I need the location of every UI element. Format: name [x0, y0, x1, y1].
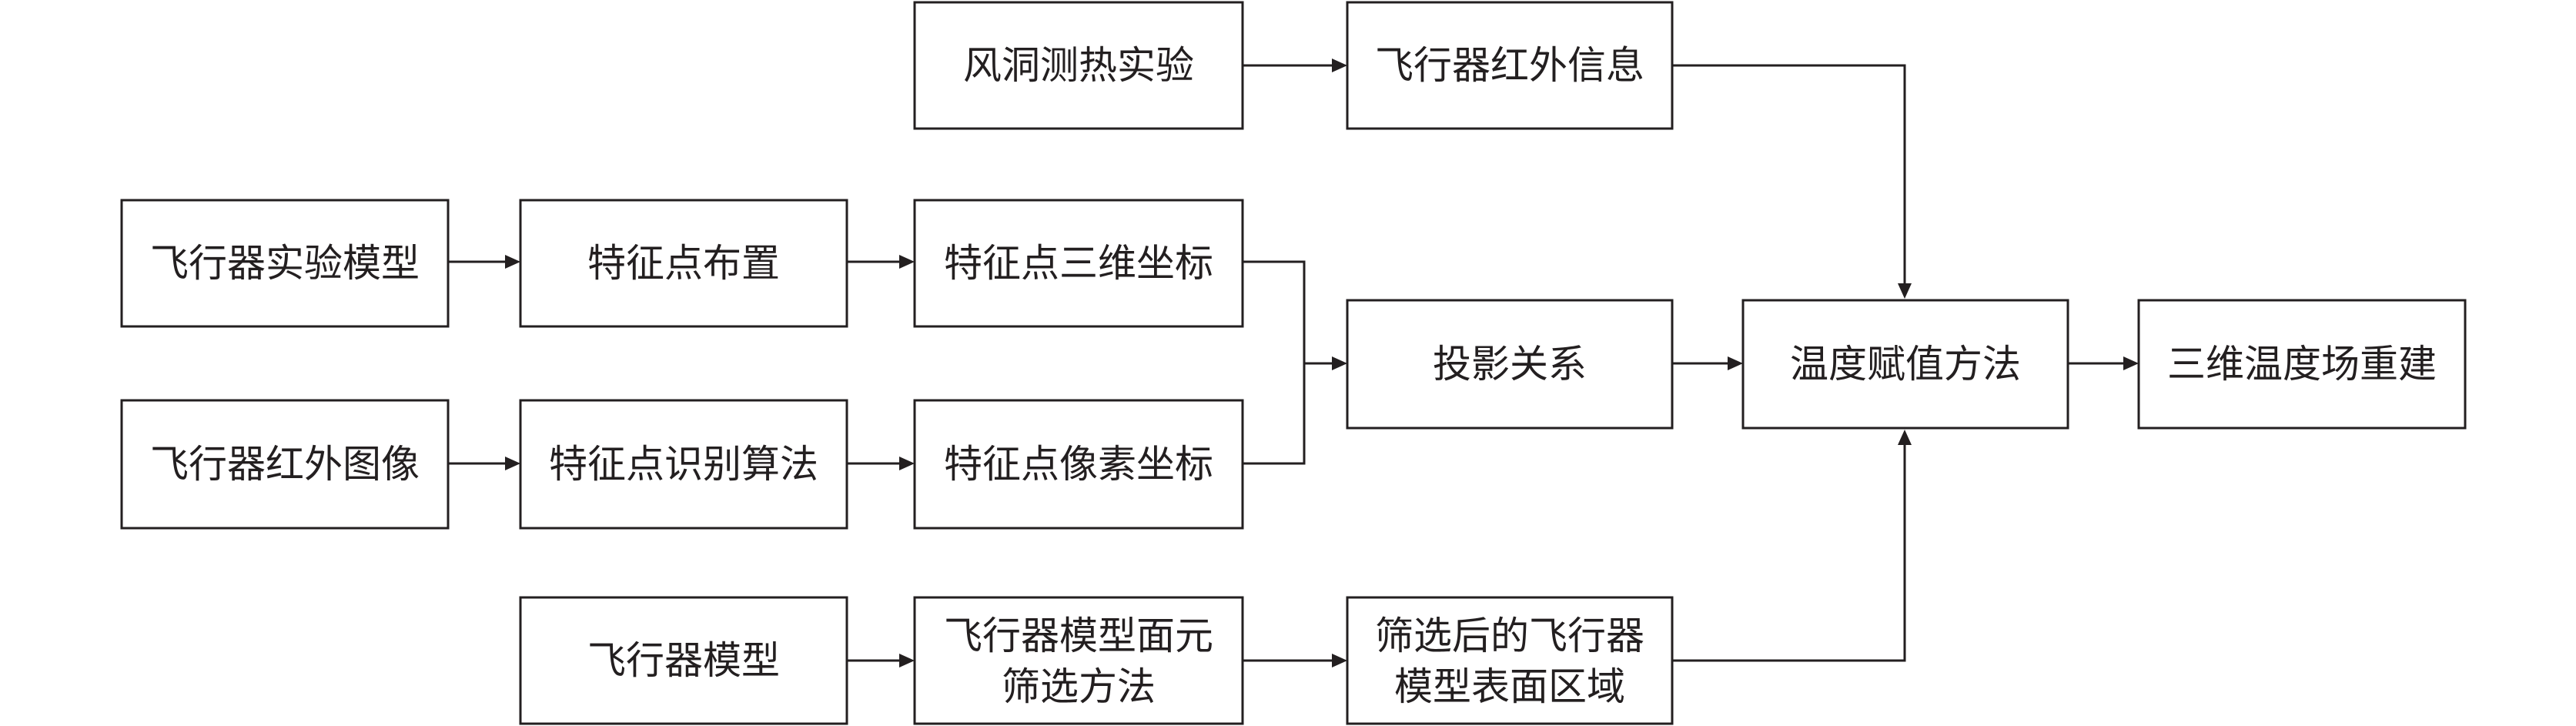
- connectors: [448, 59, 2139, 667]
- node-label: 特征点三维坐标: [944, 241, 1213, 286]
- node-label: 特征点识别算法: [549, 442, 818, 487]
- node-label: 风洞测热实验: [963, 43, 1194, 88]
- node-label-line1: 筛选后的飞行器: [1375, 614, 1644, 658]
- node-label: 特征点布置: [587, 241, 780, 286]
- arrowhead: [505, 255, 520, 269]
- node-wind-tunnel: 风洞测热实验: [913, 1, 1244, 130]
- arrowhead: [1728, 356, 1743, 370]
- arrowhead: [1898, 430, 1912, 445]
- arrow-region-to-assign: [1672, 445, 1906, 662]
- node-label: 飞行器实验模型: [150, 241, 420, 286]
- arrowhead: [1332, 356, 1347, 370]
- node-label: 飞行器红外信息: [1375, 43, 1644, 88]
- node-feature-pixel: 特征点像素坐标: [913, 399, 1244, 530]
- arrow-irinfo-to-assign: [1672, 64, 1906, 283]
- node-facet-filter: 飞行器模型面元 筛选方法: [913, 596, 1244, 725]
- node-feature-recognition: 特征点识别算法: [519, 399, 848, 530]
- arrowhead: [1332, 59, 1347, 72]
- arrowhead: [1332, 654, 1347, 667]
- node-label: 飞行器红外图像: [150, 442, 420, 487]
- node-filtered-region: 筛选后的飞行器 模型表面区域: [1346, 596, 1674, 725]
- node-feature-layout: 特征点布置: [519, 199, 848, 328]
- arrowhead: [2123, 356, 2139, 370]
- node-aircraft-model: 飞行器模型: [519, 596, 848, 725]
- node-label: 飞行器模型: [587, 638, 780, 683]
- node-ir-image: 飞行器红外图像: [120, 399, 450, 530]
- node-label-line2: 筛选方法: [1002, 664, 1156, 709]
- node-label: 特征点像素坐标: [944, 442, 1213, 487]
- node-reconstruction: 三维温度场重建: [2137, 299, 2467, 430]
- arrowhead: [899, 457, 915, 470]
- node-label: 投影关系: [1433, 342, 1587, 386]
- node-label-line2: 模型表面区域: [1394, 664, 1625, 709]
- node-label: 三维温度场重建: [2167, 342, 2437, 386]
- arrowhead: [899, 654, 915, 667]
- node-experiment-model: 飞行器实验模型: [120, 199, 450, 328]
- node-temperature-assign: 温度赋值方法: [1741, 299, 2069, 430]
- arrowhead: [1898, 283, 1912, 299]
- node-feature-3d: 特征点三维坐标: [913, 199, 1244, 328]
- node-aircraft-ir-info: 飞行器红外信息: [1346, 1, 1674, 130]
- arrow-3d-merge: [1243, 260, 1306, 465]
- node-label-line1: 飞行器模型面元: [944, 614, 1213, 658]
- node-projection: 投影关系: [1346, 299, 1674, 430]
- node-label: 温度赋值方法: [1790, 342, 2021, 386]
- arrowhead: [505, 457, 520, 470]
- arrowhead: [899, 255, 915, 269]
